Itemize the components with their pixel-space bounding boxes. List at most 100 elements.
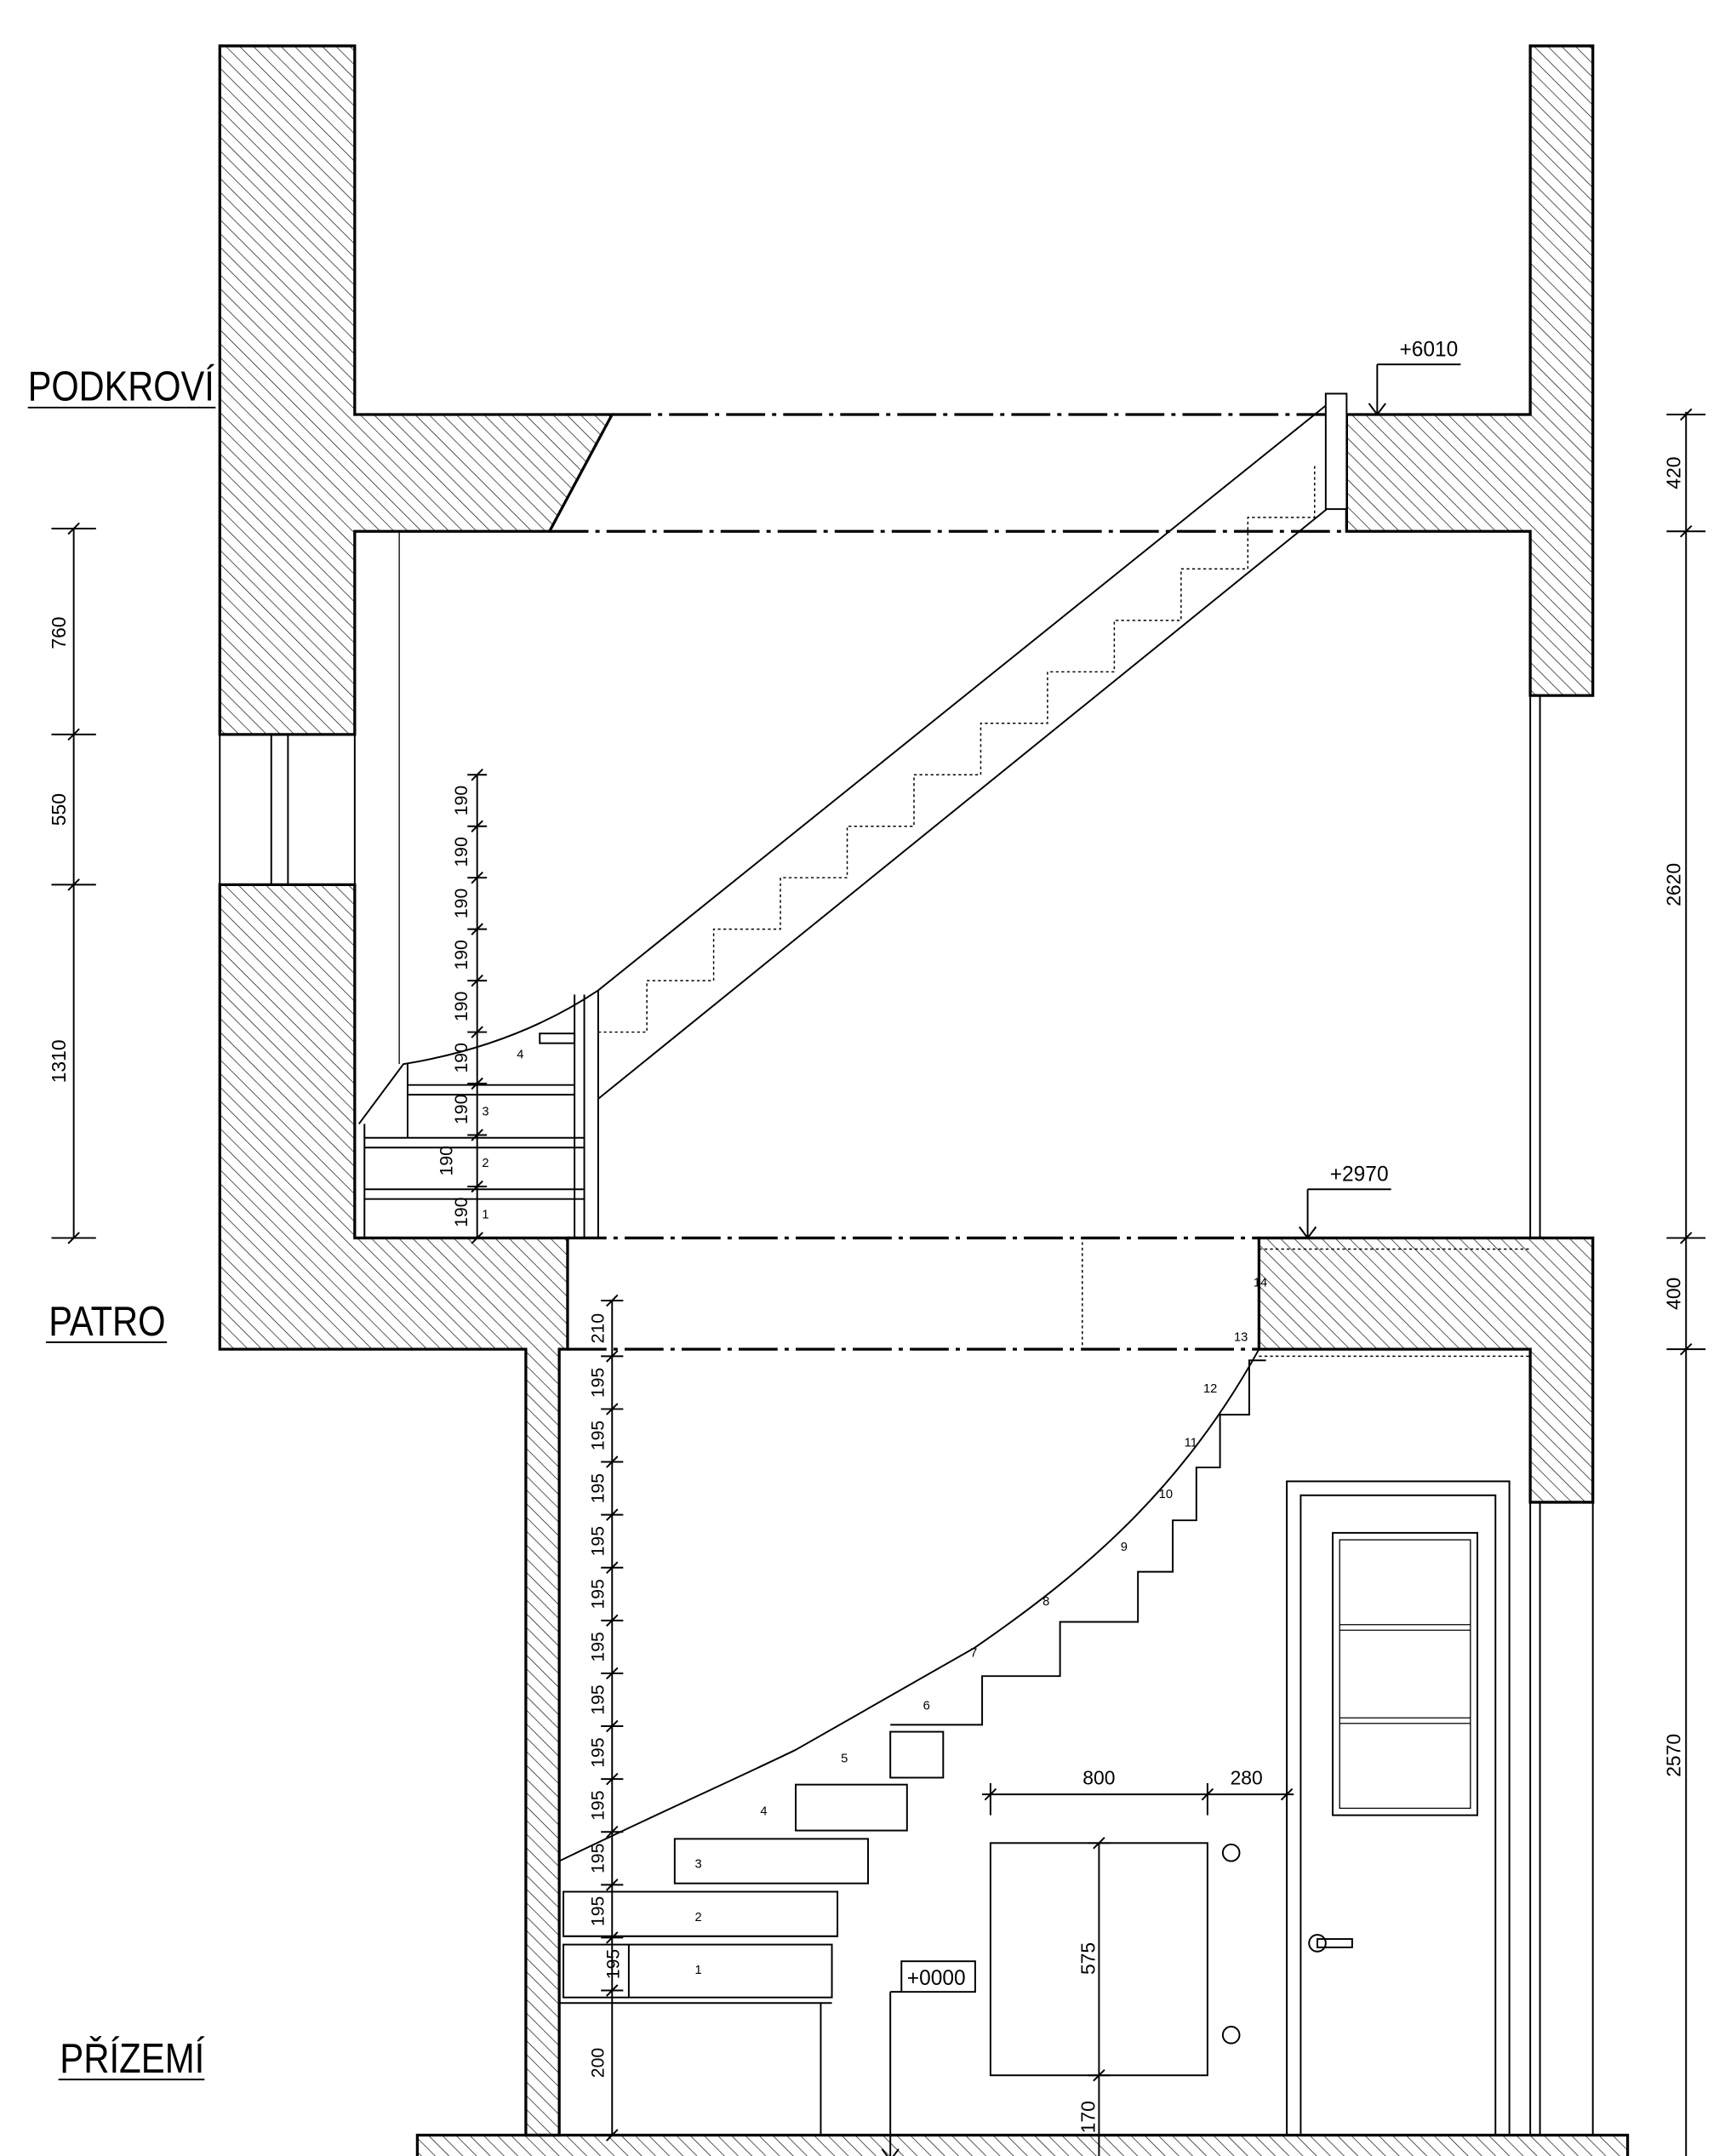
floor-label-attic: PODKROVÍ: [28, 363, 214, 410]
dimension-ticks: [51, 408, 1706, 2156]
dimension-tick: [1666, 408, 1706, 421]
dimension-tick: [467, 1180, 488, 1193]
ground-floor-slab: [415, 2133, 1630, 2156]
level-marker-ground-floor: [881, 1991, 902, 2156]
dimension-tick: [601, 1403, 624, 1415]
lower-riser-height-label: 195: [603, 1949, 623, 1979]
lower-stair-step-numbers: 1 2 3 4 5 6 7 8 9 10 11 12 13 14: [695, 1277, 1268, 1977]
dimension-tick: [51, 728, 96, 741]
dimension-tick: [51, 522, 96, 535]
upper-riser-height-label: 190: [451, 1197, 471, 1227]
lower-riser-height-label: 195: [587, 1368, 608, 1398]
floor-label-ground-floor: PŘÍZEMÍ: [60, 2035, 204, 2082]
upper-step-number: 3: [482, 1106, 488, 1119]
upper-stair-tread-4: [539, 1032, 576, 1044]
right-attic-wall-and-slab: [1345, 44, 1595, 697]
door-glass-dividers: [1339, 1624, 1471, 1724]
upper-stair-step-numbers: 1 2 3 4: [482, 1049, 523, 1222]
level-label-upper-floor: +2970: [1330, 1163, 1389, 1186]
fixture: 800 280 575 170: [982, 1767, 1294, 2156]
lower-step-number: 10: [1159, 1488, 1173, 1501]
lower-step-number: 8: [1042, 1595, 1049, 1609]
left-dimension-label: 550: [48, 793, 70, 826]
dimension-tick: [1666, 1342, 1706, 1356]
left-dimension-label: 760: [48, 616, 70, 649]
fixture-clearance-label: 280: [1231, 1767, 1263, 1789]
lower-riser-height-label: 195: [587, 1526, 608, 1556]
lower-stair-tread-1: [563, 1943, 833, 1999]
lower-stair-tread-3: [673, 1838, 870, 1884]
upper-riser-height-label: 190: [436, 1146, 456, 1175]
upper-step-number: 1: [482, 1209, 488, 1222]
structure: [218, 44, 1630, 2156]
lower-riser-height-label: 195: [587, 1684, 608, 1714]
floor-label-upper-floor: PATRO: [49, 1299, 165, 1345]
lower-stair-tread-5: [889, 1730, 945, 1779]
dimension-tick: [1666, 1232, 1706, 1244]
right-partition-lines: [1529, 695, 1594, 2136]
dimension-tick: [467, 923, 488, 935]
level-box-ground-floor: [900, 1960, 976, 1993]
lower-stair-stringer-profile: [890, 1359, 1266, 1726]
lower-stair-handrail: [558, 1348, 1260, 1862]
lower-step-number: 3: [695, 1858, 702, 1872]
dimension-tick: [51, 878, 96, 891]
door-frame: [1286, 1480, 1511, 2136]
upper-riser-height-label: 190: [451, 837, 471, 866]
left-upper-floor-wall-and-slab: [218, 883, 569, 2137]
socket-lower: [1221, 2026, 1241, 2044]
right-dimension-label: 420: [1663, 457, 1685, 489]
lower-step-number: 7: [970, 1646, 977, 1660]
lower-step-number: 2: [695, 1911, 702, 1924]
door-handle-rosette: [1308, 1934, 1327, 1953]
lower-stair-base: [559, 1935, 838, 2136]
lower-riser-height-label: 195: [587, 1844, 608, 1873]
dimension-tick: [601, 1455, 624, 1468]
dimension-tick: [467, 871, 488, 884]
lower-step-number: 14: [1254, 1277, 1267, 1290]
upper-step-number: 2: [482, 1157, 488, 1170]
upper-stair-hidden-steps: [597, 466, 1316, 1033]
upper-staircase: [357, 392, 1348, 1238]
level-label-attic: +6010: [1399, 338, 1458, 361]
level-marker-attic: [1368, 363, 1461, 416]
level-marker-upper-floor: [1299, 1188, 1391, 1240]
lower-step-number: 13: [1234, 1330, 1248, 1344]
dimension-tick: [601, 1719, 624, 1733]
dimension-tick: [467, 1026, 488, 1038]
right-dimension-labels: 420 2620 400 2570: [1663, 457, 1685, 1777]
lower-riser-height-label: 195: [587, 1473, 608, 1503]
upper-riser-height-label: 190: [451, 786, 471, 815]
dimension-tick: [601, 2129, 624, 2142]
upper-riser-height-label: 190: [451, 1043, 471, 1072]
dimension-tick: [601, 1667, 624, 1680]
door-handle-lever: [1317, 1938, 1353, 1948]
lower-riser-height-label: 195: [587, 1421, 608, 1450]
lower-step-number: 1: [695, 1964, 702, 1977]
floor-labels: PODKROVÍ PATRO PŘÍZEMÍ: [27, 363, 216, 2082]
dimension-tick: [467, 820, 488, 832]
dimension-tick: [467, 1232, 488, 1244]
right-upper-floor-slab-and-wall: [1257, 1236, 1595, 1504]
upper-stair-stringer: [597, 506, 1329, 1100]
lower-step-number: 12: [1203, 1382, 1217, 1396]
dimension-tick: [601, 1508, 624, 1521]
lower-step-number: 9: [1121, 1541, 1128, 1554]
dimension-tick: [51, 1232, 96, 1244]
dimension-tick: [601, 1826, 624, 1839]
lower-riser-height-label: 195: [587, 1737, 608, 1767]
fixture-sill-label: 170: [1077, 2101, 1099, 2133]
dimension-tick: [601, 1350, 624, 1363]
socket-upper: [1221, 1843, 1241, 1862]
dimension-tick: [467, 974, 488, 987]
lower-riser-height-label: 195: [587, 1790, 608, 1820]
left-dimension-labels: 760 550 1310: [48, 616, 70, 1083]
right-dimension-label: 400: [1663, 1278, 1685, 1310]
fixture-height-label: 575: [1077, 1942, 1099, 1975]
dimension-tick: [1666, 525, 1706, 538]
lower-stair-riser-labels: 210 195 195 195 195 195 195 195 195 195 …: [587, 1313, 623, 2078]
lower-staircase: [558, 1348, 1266, 2136]
left-dimension-label: 1310: [48, 1039, 70, 1083]
level-markers: +6010 +2970 +0000: [881, 338, 1461, 2156]
